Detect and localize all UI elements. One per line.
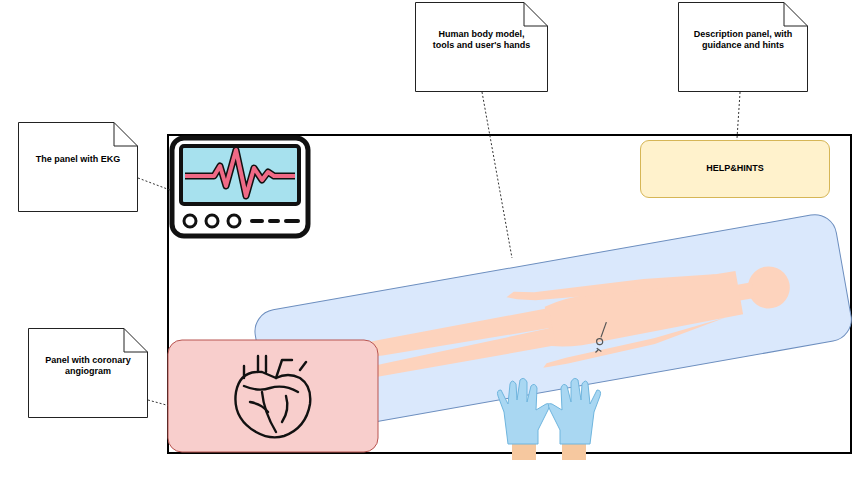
note-text: The panel with EKG <box>24 154 133 179</box>
callout-note: Human body model, tools and user's hands <box>415 2 548 92</box>
medical-tool <box>591 322 612 352</box>
callout-note: Description panel, with guidance and hin… <box>678 2 808 92</box>
help-panel: HELP&HINTS <box>640 140 830 198</box>
leader-line <box>482 92 512 258</box>
heart-icon <box>235 356 310 437</box>
note-text: Panel with coronary angiogram <box>28 355 148 392</box>
gloves-icon <box>497 378 600 460</box>
panel-title: HELP&HINTS <box>706 163 764 174</box>
leader-line <box>148 400 170 406</box>
note-text: Human body model, tools and user's hands <box>415 29 548 66</box>
note-text: Description panel, with guidance and hin… <box>678 29 808 66</box>
leader-connector <box>737 92 740 140</box>
leader-line <box>138 178 170 190</box>
note-shape <box>18 122 138 212</box>
callout-note: Panel with coronary angiogram <box>28 328 148 418</box>
ekg-monitor-icon <box>172 138 308 236</box>
angiogram-panel <box>168 340 378 452</box>
callout-note: The panel with EKG <box>18 122 138 212</box>
